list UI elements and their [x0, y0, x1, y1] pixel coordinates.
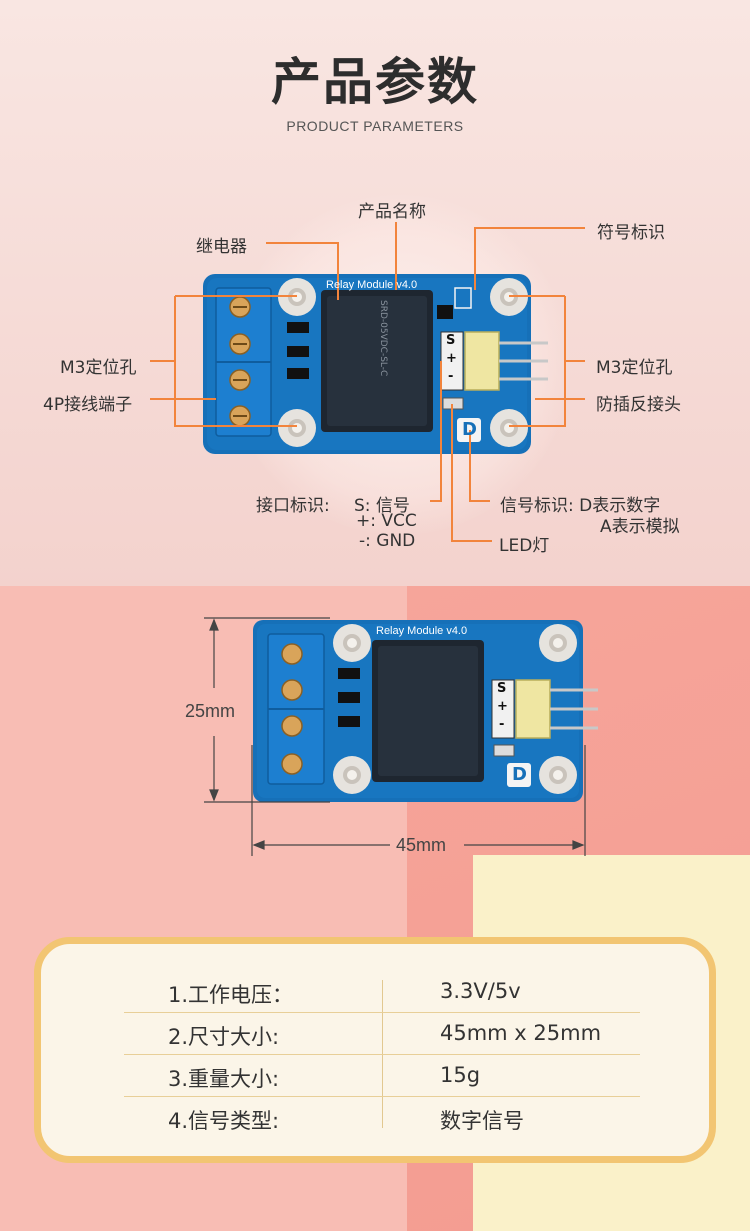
spec-key: 2.尺寸大小: — [168, 1025, 280, 1049]
label-symbol-mark: 符号标识 — [597, 223, 665, 243]
spec-value: 3.3V/5v — [440, 979, 521, 1003]
mount-hole — [333, 756, 371, 794]
pin-label-s-dimension: S — [497, 681, 507, 696]
mount-hole — [333, 624, 371, 662]
label-interface-title: 接口标识: — [256, 496, 330, 516]
spec-row-divider — [124, 1096, 640, 1097]
spec-row: 3.重量大小: 15g — [124, 1055, 640, 1096]
signal-mark-d-dimension: D — [512, 764, 527, 785]
board-label-dimension: Relay Module v4.0 — [376, 625, 468, 637]
mount-hole — [539, 624, 577, 662]
spec-key: 4.信号类型: — [168, 1109, 280, 1133]
annotation-lines — [150, 222, 585, 542]
mount-hole — [539, 756, 577, 794]
spec-key: 3.重量大小: — [168, 1067, 280, 1091]
relay-text: SRD-05VDC-SL-C — [378, 300, 388, 377]
page-subtitle: PRODUCT PARAMETERS — [286, 118, 464, 134]
label-m3-right: M3定位孔 — [596, 358, 673, 378]
label-signal-mark-line2: A表示模拟 — [600, 517, 680, 537]
spec-value: 15g — [440, 1063, 481, 1087]
mount-hole — [490, 409, 528, 447]
label-interface-minus: -: GND — [359, 531, 416, 551]
label-4p-terminal: 4P接线端子 — [43, 395, 133, 415]
relay-board-dimension — [253, 620, 598, 802]
spec-value: 45mm x 25mm — [440, 1021, 602, 1045]
label-led: LED灯 — [499, 536, 550, 556]
pin-label-minus: - — [448, 369, 454, 384]
anti-reverse-connector — [464, 331, 500, 391]
label-interface-plus: +: VCC — [356, 511, 417, 531]
spec-row: 2.尺寸大小: 45mm x 25mm — [124, 1013, 640, 1054]
label-interface-s: S: 信号 — [354, 496, 410, 516]
label-relay: 继电器 — [196, 237, 247, 257]
spec-row: 4.信号类型: 数字信号 — [124, 1097, 640, 1138]
spec-value: 数字信号 — [440, 1109, 524, 1133]
mount-hole — [278, 409, 316, 447]
dimension-width: 45mm — [396, 835, 447, 855]
spec-row-divider — [124, 1054, 640, 1055]
spec-card: 1.工作电压： 3.3V/5v 2.尺寸大小: 45mm x 25mm 3.重量… — [34, 937, 716, 1163]
pin-label-minus-dimension: - — [499, 717, 505, 732]
spec-row-divider — [124, 1012, 640, 1013]
dimension-lines — [204, 617, 586, 856]
relay-board-top — [203, 274, 548, 454]
label-anti-reverse: 防插反接头 — [596, 395, 681, 415]
label-product-name: 产品名称 — [358, 202, 426, 222]
pin-label-s: S — [446, 333, 456, 348]
label-m3-left: M3定位孔 — [60, 358, 137, 378]
board-label: Relay Module v4.0 — [326, 279, 418, 291]
dimension-height: 25mm — [185, 701, 236, 721]
pin-label-plus-dimension: + — [497, 699, 508, 714]
signal-mark-d: D — [462, 419, 477, 440]
spec-row: 1.工作电压： 3.3V/5v — [124, 971, 640, 1012]
pin-label-plus: + — [446, 351, 457, 366]
page-title: 产品参数 — [271, 53, 479, 111]
label-signal-mark-line1: 信号标识: D表示数字 — [500, 496, 661, 516]
spec-key: 1.工作电压： — [168, 983, 294, 1007]
